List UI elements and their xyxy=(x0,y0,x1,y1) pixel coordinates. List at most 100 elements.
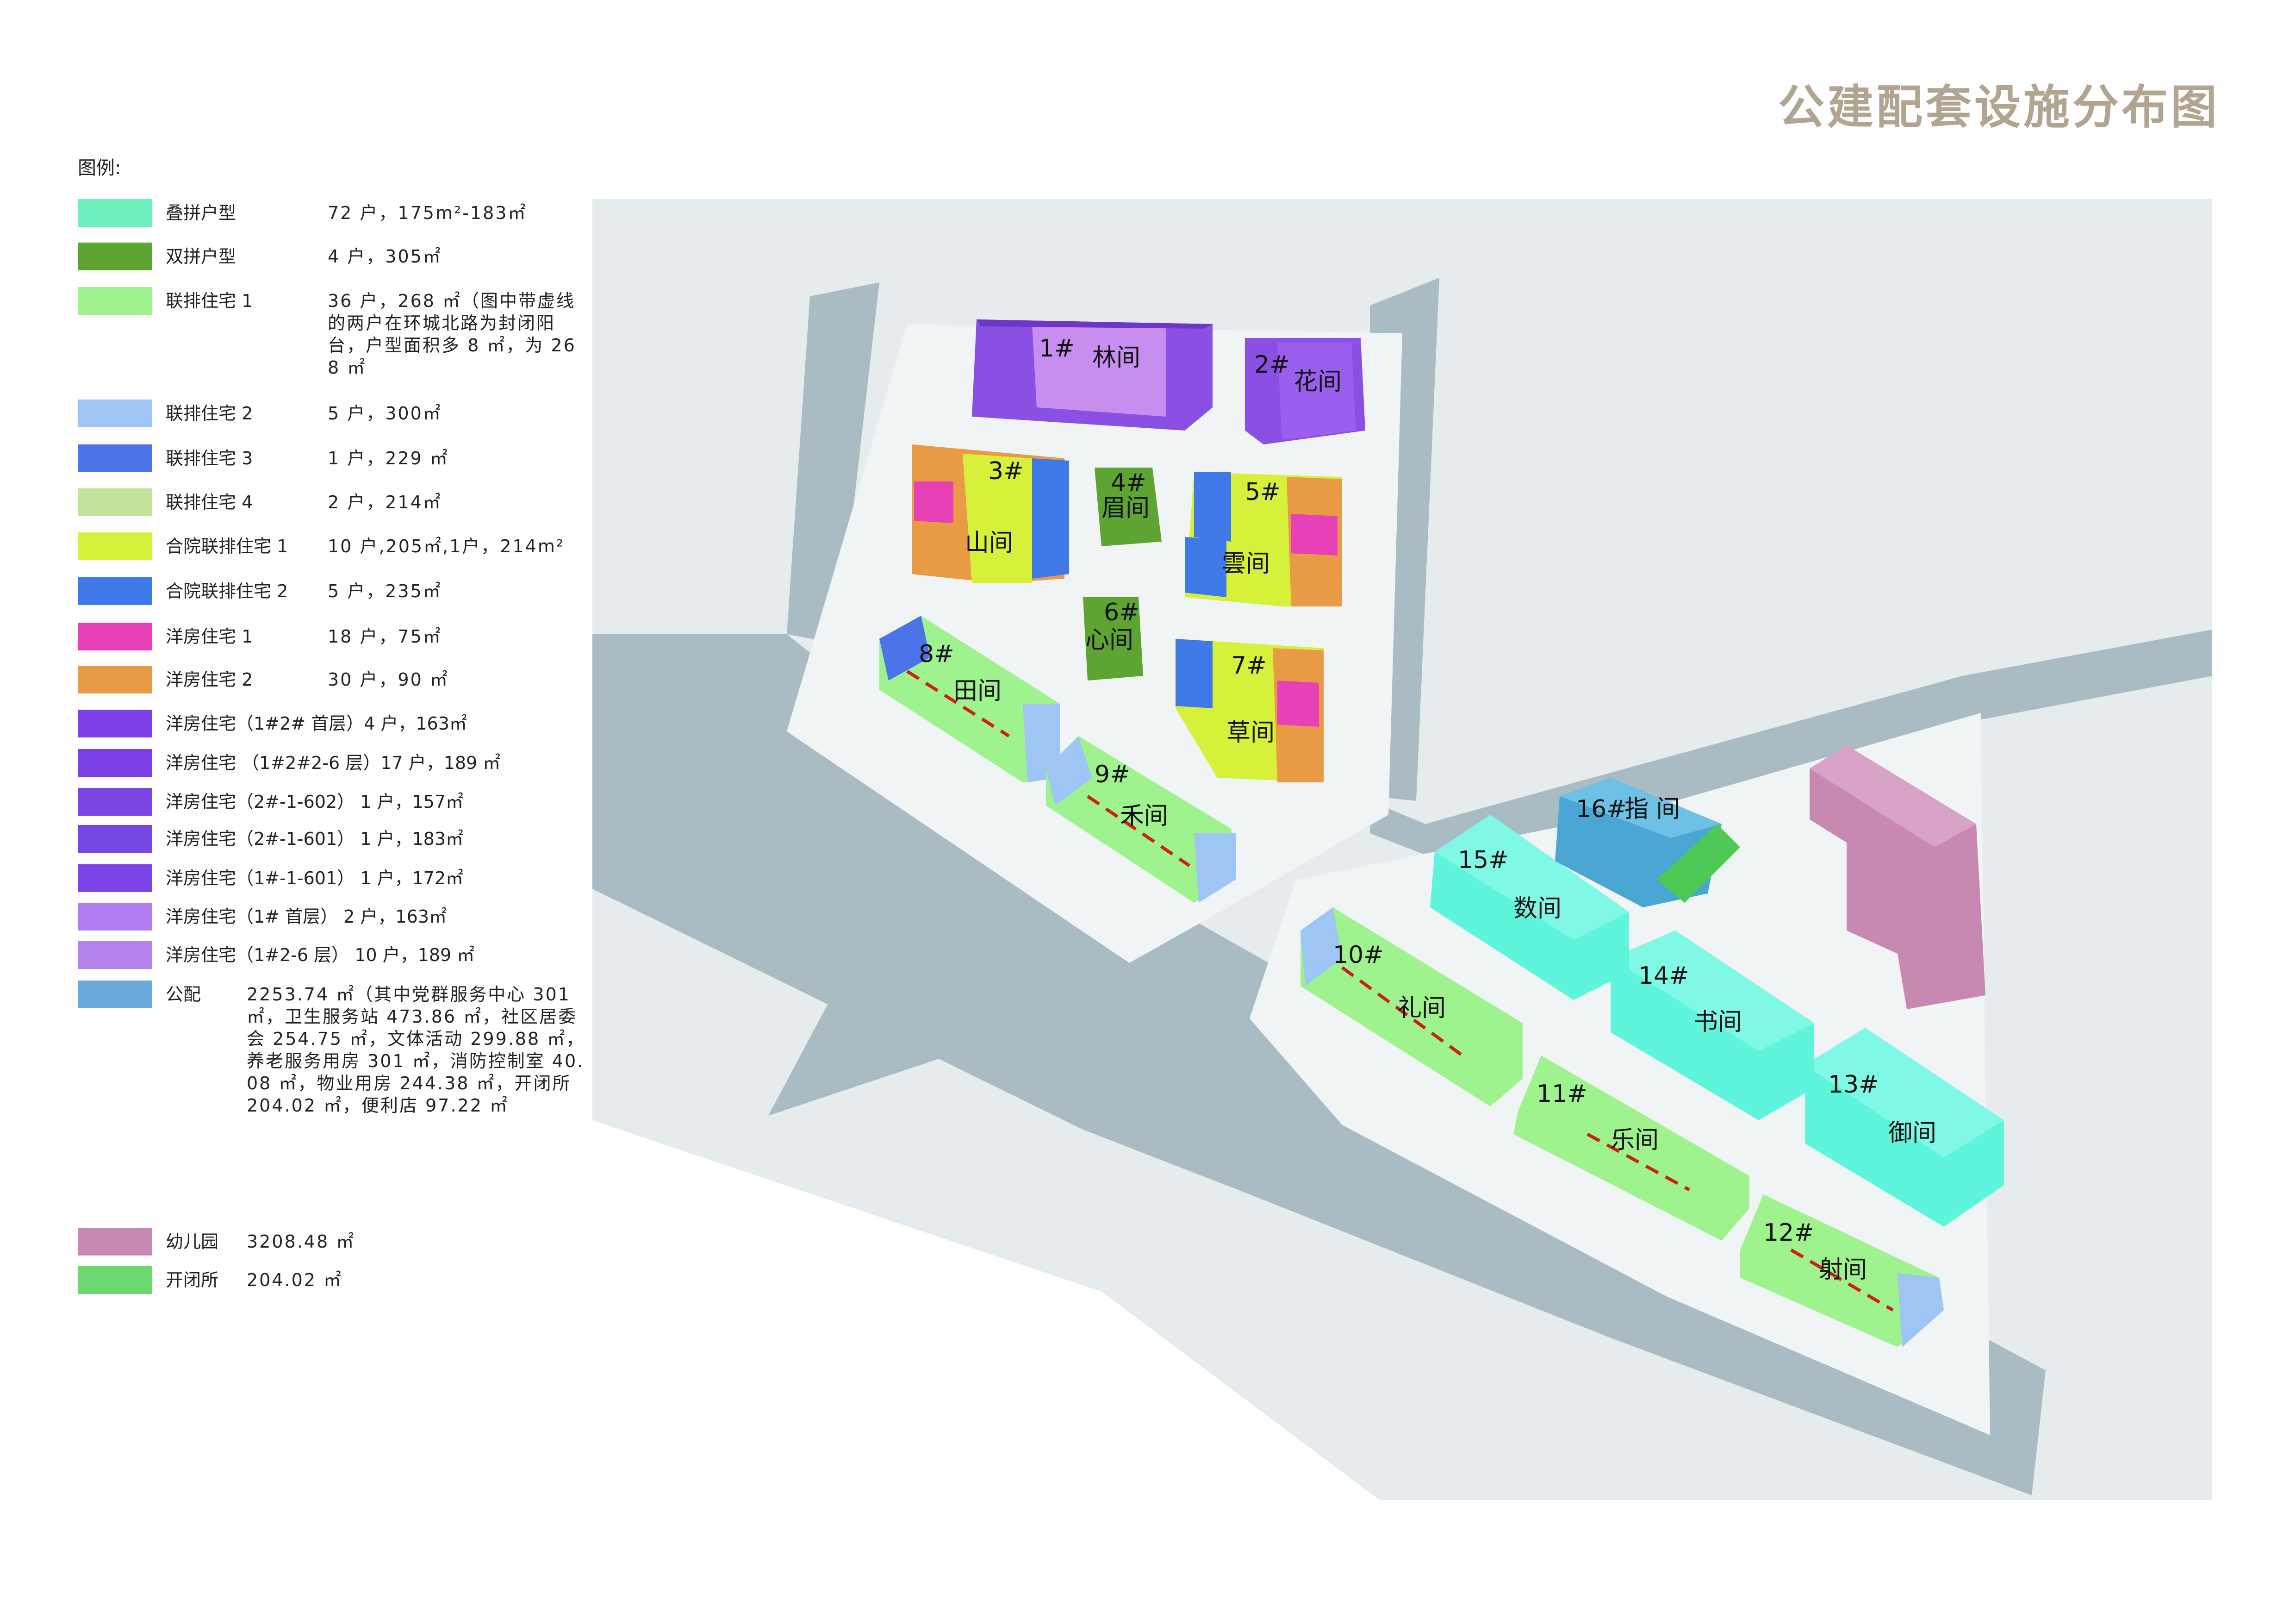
legend-name: 洋房住宅（1#-1-601） 1 户，172㎡ xyxy=(166,868,464,888)
building-14 xyxy=(1611,931,1814,1120)
building-label-name: 眉间 xyxy=(1101,494,1150,522)
legend-swatch xyxy=(78,623,152,650)
building-12 xyxy=(1740,1194,1944,1347)
building-6 xyxy=(1083,597,1143,681)
building-label-name: 田间 xyxy=(953,677,1002,705)
legend-desc: 10 户,205㎡,1户，214m² xyxy=(328,536,565,556)
building-label-name: 数间 xyxy=(1513,895,1562,923)
building-label-num: 9# xyxy=(1095,761,1130,788)
building-label-num: 16# xyxy=(1576,795,1627,823)
building-15 xyxy=(1430,815,1629,1000)
legend-swatch xyxy=(78,710,152,737)
legend-swatch xyxy=(78,444,152,472)
building-1 xyxy=(972,319,1213,431)
building-10 xyxy=(1300,907,1523,1106)
building-3 xyxy=(912,444,1069,583)
legend-swatch xyxy=(78,400,152,427)
kindergarten xyxy=(1810,745,1985,1009)
legend-desc: 30 户，90 ㎡ xyxy=(328,669,449,690)
legend-name: 幼儿园 xyxy=(166,1231,219,1252)
legend-name: 开闭所 xyxy=(166,1270,219,1290)
legend-swatch xyxy=(78,903,152,931)
legend-desc: 1 户，229 ㎡ xyxy=(328,448,449,468)
legend-desc: 2253.74 ㎡（其中党群服务中心 301 ㎡，卫生服务站 473.86 ㎡，… xyxy=(247,984,585,1116)
building-label-name: 山间 xyxy=(965,529,1013,557)
legend-swatch xyxy=(78,287,152,315)
road-west-inner xyxy=(787,282,879,643)
legend-desc: 18 户，75㎡ xyxy=(328,626,442,647)
legend-swatch xyxy=(78,981,152,1008)
building-label-name: 花间 xyxy=(1294,368,1342,396)
legend-name: 洋房住宅（1#2-6 层） 10 户，189 ㎡ xyxy=(166,945,475,965)
legend-swatch xyxy=(78,532,152,560)
legend-desc: 5 户，235㎡ xyxy=(328,581,442,601)
building-label-num: 10# xyxy=(1333,941,1384,969)
building-label-num: 14# xyxy=(1638,962,1689,990)
legend-name: 联排住宅 4 xyxy=(166,492,253,512)
building-label-name: 书间 xyxy=(1694,1008,1742,1036)
legend-swatch xyxy=(78,666,152,693)
building-label-name: 御间 xyxy=(1888,1119,1936,1147)
legend-name: 合院联排住宅 2 xyxy=(166,581,288,601)
legend-swatch xyxy=(78,1228,152,1255)
building-2 xyxy=(1245,338,1365,444)
building-label-num: 13# xyxy=(1828,1071,1879,1099)
building-label-name: 草间 xyxy=(1226,719,1275,747)
legend-desc: 72 户，175m²-183㎡ xyxy=(328,203,527,223)
building-11 xyxy=(1513,1056,1749,1241)
legend-name: 联排住宅 3 xyxy=(166,448,253,468)
legend-desc: 4 户，305㎡ xyxy=(328,246,442,267)
switching-station xyxy=(1657,824,1740,903)
legend-swatch xyxy=(78,199,152,227)
legend-name: 洋房住宅（2#-1-601） 1 户，183㎡ xyxy=(166,829,464,849)
legend: 图例: 叠拼户型 72 户，175m²-183㎡ 双拼户型 4 户，305㎡ 联… xyxy=(78,153,587,1294)
legend-name: 叠拼户型 xyxy=(166,203,236,223)
legend-swatch xyxy=(78,788,152,816)
building-label-name: 礼间 xyxy=(1398,994,1446,1022)
legend-desc: 3208.48 ㎡ xyxy=(247,1231,355,1252)
building-13 xyxy=(1805,1028,2004,1227)
building-4 xyxy=(1095,468,1162,546)
building-label-num: 2# xyxy=(1254,351,1290,379)
legend-desc: 2 户，214㎡ xyxy=(328,492,442,512)
legend-name: 联排住宅 2 xyxy=(166,403,253,424)
legend-name: 洋房住宅 （1#2#2-6 层）17 户，189 ㎡ xyxy=(166,753,501,773)
legend-name: 公配 xyxy=(166,984,201,1005)
legend-name: 洋房住宅 1 xyxy=(166,626,253,647)
building-label-num: 5# xyxy=(1245,478,1281,506)
legend-swatch xyxy=(78,825,152,853)
legend-swatch xyxy=(78,488,152,516)
legend-desc: 36 户，268 ㎡（图中带虚线的两户在环城北路为封闭阳台，户型面积多 8 ㎡，… xyxy=(328,291,576,378)
legend-swatch xyxy=(78,243,152,270)
building-label-num: 11# xyxy=(1537,1080,1587,1108)
building-8 xyxy=(879,616,1060,782)
legend-name: 洋房住宅（1#2# 首层）4 户，163㎡ xyxy=(166,713,467,734)
legend-swatch xyxy=(78,941,152,969)
building-label-name: 雲间 xyxy=(1222,550,1270,578)
building-7 xyxy=(1176,639,1324,782)
building-label-name: 指 间 xyxy=(1624,795,1680,823)
building-label-num: 1# xyxy=(1039,335,1075,362)
road-branch-south xyxy=(768,907,1074,1120)
legend-name: 洋房住宅 2 xyxy=(166,669,253,690)
building-5 xyxy=(1185,472,1342,606)
building-label-name: 射间 xyxy=(1819,1256,1867,1284)
legend-name: 洋房住宅（2#-1-602） 1 户，157㎡ xyxy=(166,792,464,812)
legend-desc: 204.02 ㎡ xyxy=(247,1270,343,1290)
legend-name: 合院联排住宅 1 xyxy=(166,536,288,556)
building-label-name: 乐间 xyxy=(1611,1126,1659,1154)
building-label-name: 心间 xyxy=(1085,626,1133,654)
legend-heading: 图例: xyxy=(78,157,121,179)
building-label-name: 林间 xyxy=(1092,344,1140,372)
building-label-name: 禾间 xyxy=(1120,802,1168,830)
legend-swatch xyxy=(78,1266,152,1294)
building-9 xyxy=(1046,736,1236,903)
building-label-num: 12# xyxy=(1763,1219,1814,1247)
legend-swatch xyxy=(78,864,152,892)
road-east-spur xyxy=(1962,630,2212,722)
building-label-num: 7# xyxy=(1231,652,1267,680)
legend-swatch xyxy=(78,749,152,777)
road-east-connector xyxy=(1370,676,1967,866)
legend-swatch xyxy=(78,577,152,605)
